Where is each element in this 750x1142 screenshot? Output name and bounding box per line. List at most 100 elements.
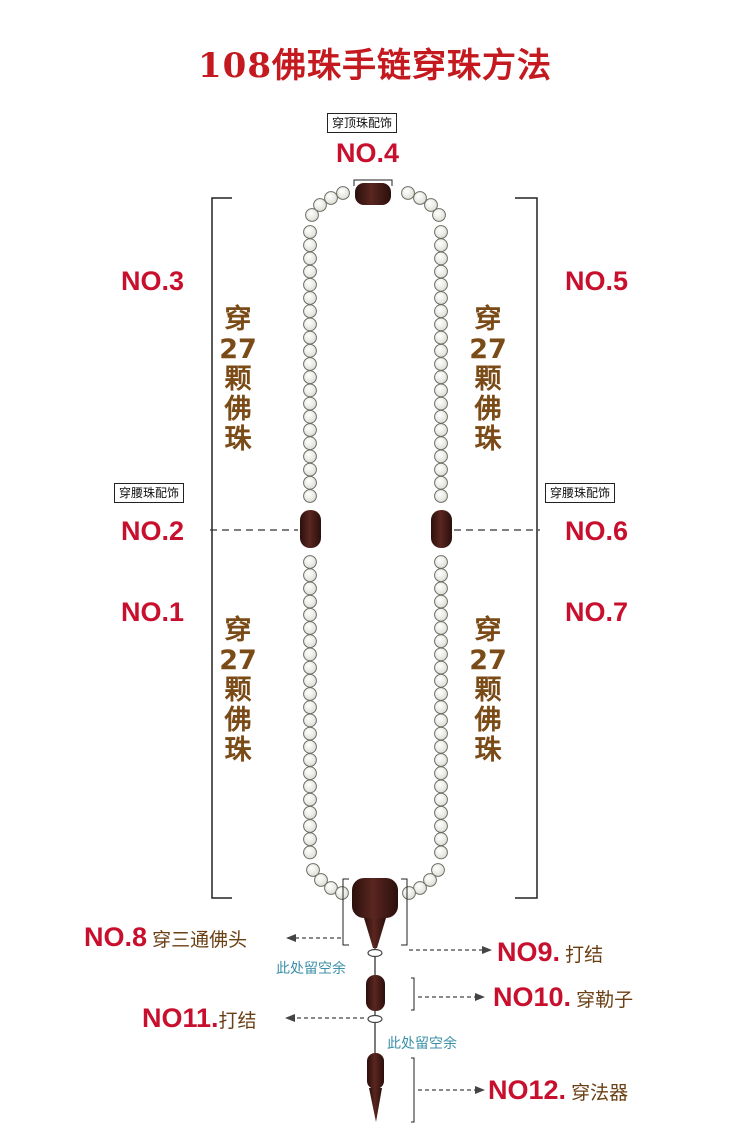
label-no1: NO.1	[121, 597, 185, 627]
char: 穿	[224, 304, 252, 335]
bead	[434, 396, 448, 411]
left-waist-label: 穿腰珠配饰	[114, 483, 185, 503]
bead	[303, 568, 317, 583]
bead	[434, 304, 448, 319]
bead	[431, 863, 445, 877]
bead	[434, 568, 448, 583]
pendant-bracket	[411, 1057, 415, 1123]
bead	[401, 186, 415, 200]
bead	[303, 845, 317, 860]
bead	[303, 581, 317, 596]
char: 颗	[224, 364, 252, 395]
upper-right-instruction: 穿 27 颗 佛 珠	[468, 305, 508, 455]
bead	[313, 198, 327, 212]
bead	[434, 700, 448, 715]
bead	[306, 863, 320, 877]
label-no4: NO.4	[336, 138, 400, 168]
arrow-no9	[409, 946, 492, 954]
bead	[303, 370, 317, 385]
bead	[402, 886, 416, 900]
bead	[434, 832, 448, 847]
gap-note-2: 此处留空余	[387, 1036, 457, 1052]
counter-bead-bracket	[411, 977, 415, 1011]
char: 27	[219, 645, 257, 676]
bead	[434, 343, 448, 358]
bead	[434, 673, 448, 688]
bead	[303, 291, 317, 305]
bead	[434, 475, 448, 490]
bead	[434, 489, 448, 503]
bead	[434, 436, 448, 451]
counter-bead	[366, 975, 385, 1011]
bead	[303, 555, 317, 569]
knot-1	[367, 948, 383, 958]
guru-bead-stem	[364, 918, 386, 948]
bead	[434, 264, 448, 279]
bead	[303, 489, 317, 503]
gap-note-1: 此处留空余	[276, 961, 346, 977]
left-waist-bead	[300, 510, 321, 548]
char: 佛	[474, 394, 502, 425]
guru-bead-bracket	[342, 878, 408, 946]
bead	[303, 687, 317, 701]
step-no8-text: 穿三通佛头	[152, 929, 248, 951]
char: 佛	[224, 705, 252, 736]
bead	[303, 343, 317, 358]
char: 佛	[474, 705, 502, 736]
label-no5: NO.5	[565, 266, 629, 296]
arrow-no11	[285, 1014, 364, 1022]
bead	[303, 779, 317, 794]
bead	[434, 277, 448, 292]
knot-2	[367, 1014, 383, 1024]
bead	[303, 819, 317, 833]
bead	[303, 277, 317, 292]
bead	[434, 449, 448, 464]
bottom-bead-arc	[306, 863, 445, 900]
step-no10-text: 穿勒子	[576, 989, 634, 1011]
page-title: 108佛珠手链穿珠方法	[198, 46, 552, 86]
bead	[434, 687, 448, 701]
right-bracket	[515, 197, 538, 899]
char: 珠	[224, 424, 252, 455]
bead	[434, 766, 448, 781]
label-no7: NO.7	[565, 597, 629, 627]
top-accessory-label: 穿顶珠配饰	[327, 113, 398, 133]
bead	[303, 673, 317, 688]
char: 穿	[474, 615, 502, 646]
arrow-no12	[418, 1086, 485, 1094]
step-no10: NO10. 穿勒子	[493, 982, 633, 1013]
bead	[303, 423, 317, 437]
bead	[303, 330, 317, 345]
step-no10-number: NO10.	[493, 982, 572, 1012]
label-no3: NO.3	[121, 266, 185, 296]
char: 佛	[224, 394, 252, 425]
step-no8-number: NO.8	[84, 922, 148, 952]
bead	[303, 607, 317, 622]
bead	[324, 191, 338, 205]
bead	[303, 634, 317, 649]
step-no9-text: 打结	[565, 944, 604, 966]
bead	[434, 291, 448, 305]
char: 27	[219, 334, 257, 365]
bead	[303, 357, 317, 371]
bead	[434, 317, 448, 332]
bead	[303, 713, 317, 728]
step-no12: NO12. 穿法器	[488, 1075, 628, 1106]
top-bead-bracket	[353, 179, 393, 186]
top-bead-arc	[305, 186, 446, 222]
bead	[303, 436, 317, 451]
char: 颗	[474, 364, 502, 395]
bead	[434, 330, 448, 345]
bead	[434, 845, 448, 860]
bead	[434, 409, 448, 424]
bead	[434, 660, 448, 675]
bead	[314, 873, 328, 887]
char: 穿	[474, 304, 502, 335]
bead	[303, 832, 317, 847]
bead	[434, 713, 448, 728]
bead	[303, 383, 317, 398]
lower-left-instruction: 穿 27 颗 佛 珠	[218, 616, 258, 766]
step-no11-text: 打结	[218, 1010, 257, 1032]
bead	[303, 475, 317, 490]
bead	[434, 594, 448, 609]
